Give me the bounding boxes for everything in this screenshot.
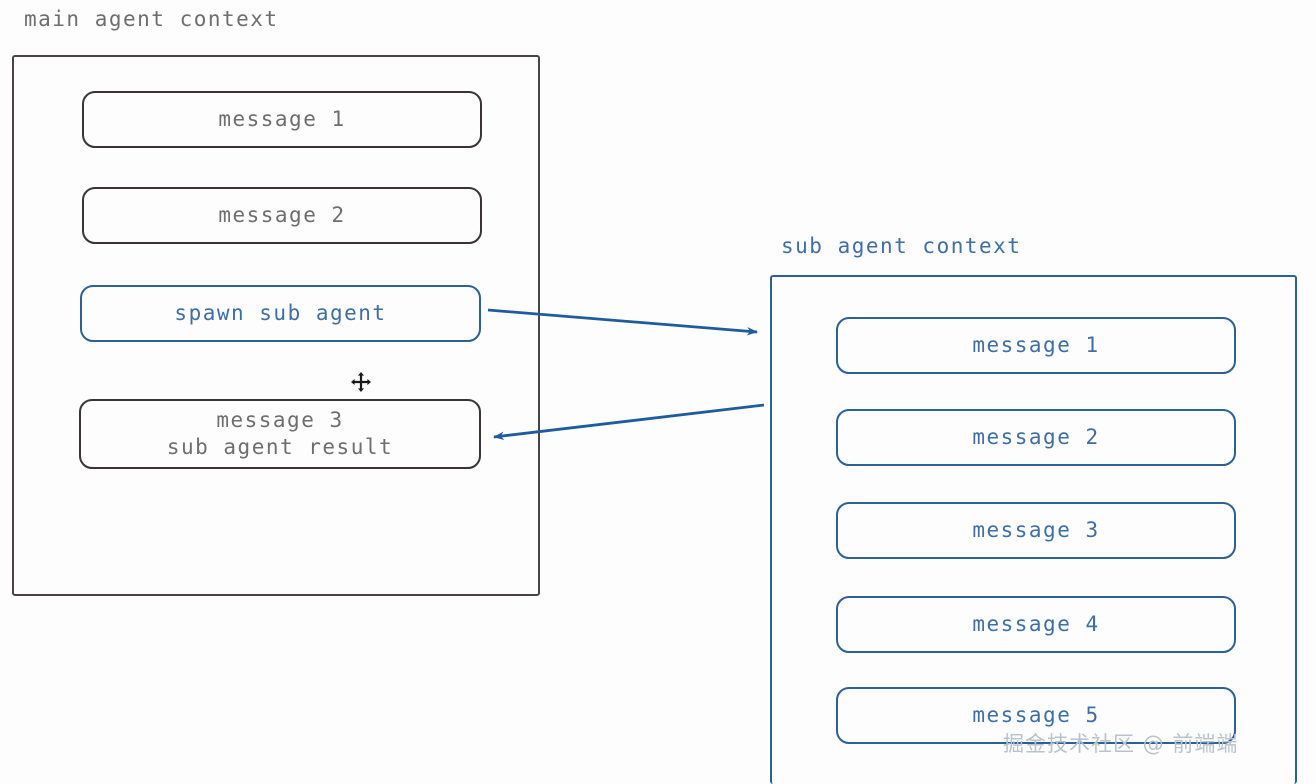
sub-message-4[interactable]: message 4	[836, 596, 1236, 653]
sub-message-3[interactable]: message 3	[836, 502, 1236, 559]
move-cursor-icon	[351, 372, 371, 392]
sub-agent-context-title: sub agent context	[781, 234, 1022, 258]
spawn-sub-agent-box[interactable]: spawn sub agent	[80, 285, 481, 342]
sub-message-5[interactable]: message 5	[836, 687, 1236, 744]
sub-message-2[interactable]: message 2	[836, 409, 1236, 466]
main-message-2[interactable]: message 2	[82, 187, 482, 244]
watermark-text: 掘金技术社区 @ 前端端	[1003, 732, 1239, 756]
main-agent-context-title: main agent context	[24, 7, 279, 31]
main-message-1[interactable]: message 1	[82, 91, 482, 148]
main-message-3-sub-agent-result[interactable]: message 3 sub agent result	[79, 399, 481, 469]
sub-message-1[interactable]: message 1	[836, 317, 1236, 374]
sub-agent-context-box	[770, 275, 1297, 784]
